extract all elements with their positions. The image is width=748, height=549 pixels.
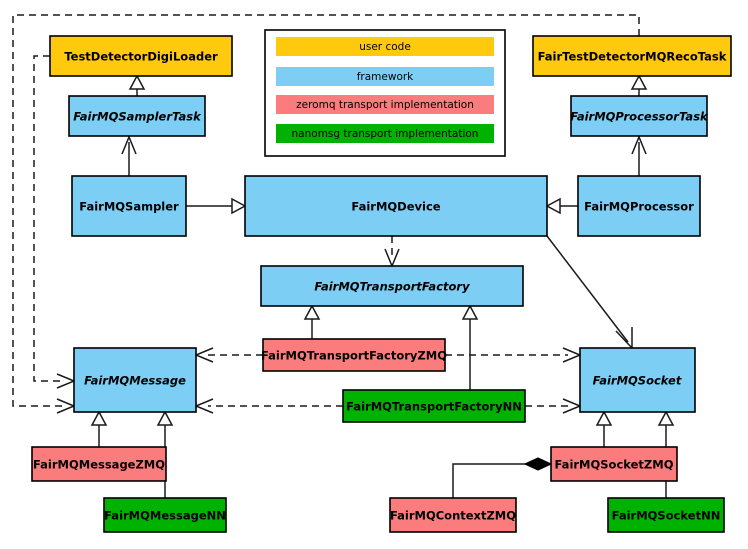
node-fairmq-processor-task[interactable]: FairMQProcessorTask xyxy=(570,95,709,137)
node-label: FairTestDetectorMQRecoTask xyxy=(538,50,727,64)
node-label: FairMQTransportFactory xyxy=(314,280,470,294)
edge-digi-loader-to-sampler-task xyxy=(128,74,146,96)
edge-factory-nn-to-message xyxy=(194,398,343,414)
node-label: FairMQSocket xyxy=(593,374,682,388)
edge-factory-zmq-to-message xyxy=(194,347,263,363)
edge-sampler-to-sampler-task xyxy=(121,135,137,176)
node-fair-test-detector-mq-reco-task[interactable]: FairTestDetectorMQRecoTask xyxy=(532,35,732,77)
node-test-detector-digi-loader[interactable]: TestDetectorDigiLoader xyxy=(49,35,233,77)
node-label: FairMQMessageZMQ xyxy=(33,458,165,472)
legend: user code framework zeromq transport imp… xyxy=(264,29,506,157)
edge-layer xyxy=(12,14,675,498)
node-layer: TestDetectorDigiLoader FairTestDetectorM… xyxy=(31,35,732,533)
edge-context-zmq-to-socket-zmq xyxy=(452,457,553,498)
node-label: FairMQSamplerTask xyxy=(73,110,202,124)
node-fairmq-message-nn[interactable]: FairMQMessageNN xyxy=(103,497,227,533)
edge-factory-nn-to-factory xyxy=(461,304,479,390)
node-fairmq-sampler[interactable]: FairMQSampler xyxy=(71,175,187,237)
node-fairmq-processor[interactable]: FairMQProcessor xyxy=(577,175,701,237)
legend-item-label: nanomsg transport implementation xyxy=(292,128,479,140)
legend-item-nanomsg: nanomsg transport implementation xyxy=(276,124,494,143)
node-label: FairMQTransportFactoryZMQ xyxy=(261,349,447,363)
node-label: FairMQProcessorTask xyxy=(570,110,709,124)
edge-socket-zmq-to-socket xyxy=(595,410,613,447)
node-fairmq-message-zmq[interactable]: FairMQMessageZMQ xyxy=(31,446,167,482)
legend-item-label: framework xyxy=(357,71,414,83)
edge-processor-to-processor-task xyxy=(631,135,647,176)
node-label: FairMQSampler xyxy=(79,200,179,214)
node-fairmq-socket-zmq[interactable]: FairMQSocketZMQ xyxy=(550,446,678,482)
edge-processor-to-device xyxy=(545,197,578,215)
node-fairmq-transport-factory-zmq[interactable]: FairMQTransportFactoryZMQ xyxy=(261,338,447,372)
node-fairmq-socket-nn[interactable]: FairMQSocketNN xyxy=(607,497,725,533)
edge-digi-loader-to-message xyxy=(33,55,76,389)
legend-item-framework: framework xyxy=(276,67,494,86)
node-fairmq-transport-factory-nn[interactable]: FairMQTransportFactoryNN xyxy=(342,389,526,423)
legend-item-zeromq: zeromq transport implementation xyxy=(276,95,494,114)
node-fairmq-socket[interactable]: FairMQSocket xyxy=(579,347,696,413)
legend-item-user-code: user code xyxy=(276,37,494,56)
edge-device-to-transport-factory xyxy=(384,236,400,268)
node-label: FairMQSocketZMQ xyxy=(555,458,674,472)
node-label: FairMQMessage xyxy=(84,374,186,388)
node-label: FairMQContextZMQ xyxy=(390,509,516,523)
node-label: FairMQProcessor xyxy=(584,200,694,214)
node-label: FairMQSocketNN xyxy=(612,509,721,523)
node-fairmq-context-zmq[interactable]: FairMQContextZMQ xyxy=(389,497,517,533)
legend-item-label: zeromq transport implementation xyxy=(296,99,474,111)
node-fairmq-transport-factory[interactable]: FairMQTransportFactory xyxy=(260,265,524,307)
node-fairmq-message[interactable]: FairMQMessage xyxy=(73,347,197,413)
node-label: FairMQDevice xyxy=(351,200,440,214)
node-label: FairMQTransportFactoryNN xyxy=(346,400,522,414)
node-fairmq-device[interactable]: FairMQDevice xyxy=(244,175,548,237)
legend-item-label: user code xyxy=(359,41,411,53)
node-label: TestDetectorDigiLoader xyxy=(64,50,218,64)
node-label: FairMQMessageNN xyxy=(104,509,226,523)
edge-reco-task-to-processor-task xyxy=(630,74,648,96)
edge-factory-zmq-to-socket xyxy=(445,347,582,363)
edge-device-to-socket xyxy=(546,235,633,350)
edge-factory-nn-to-socket xyxy=(525,398,582,414)
node-fairmq-sampler-task[interactable]: FairMQSamplerTask xyxy=(68,95,206,137)
edge-factory-zmq-to-factory xyxy=(303,304,321,339)
edge-message-zmq-to-message xyxy=(90,410,108,447)
edge-sampler-to-device xyxy=(186,197,247,215)
